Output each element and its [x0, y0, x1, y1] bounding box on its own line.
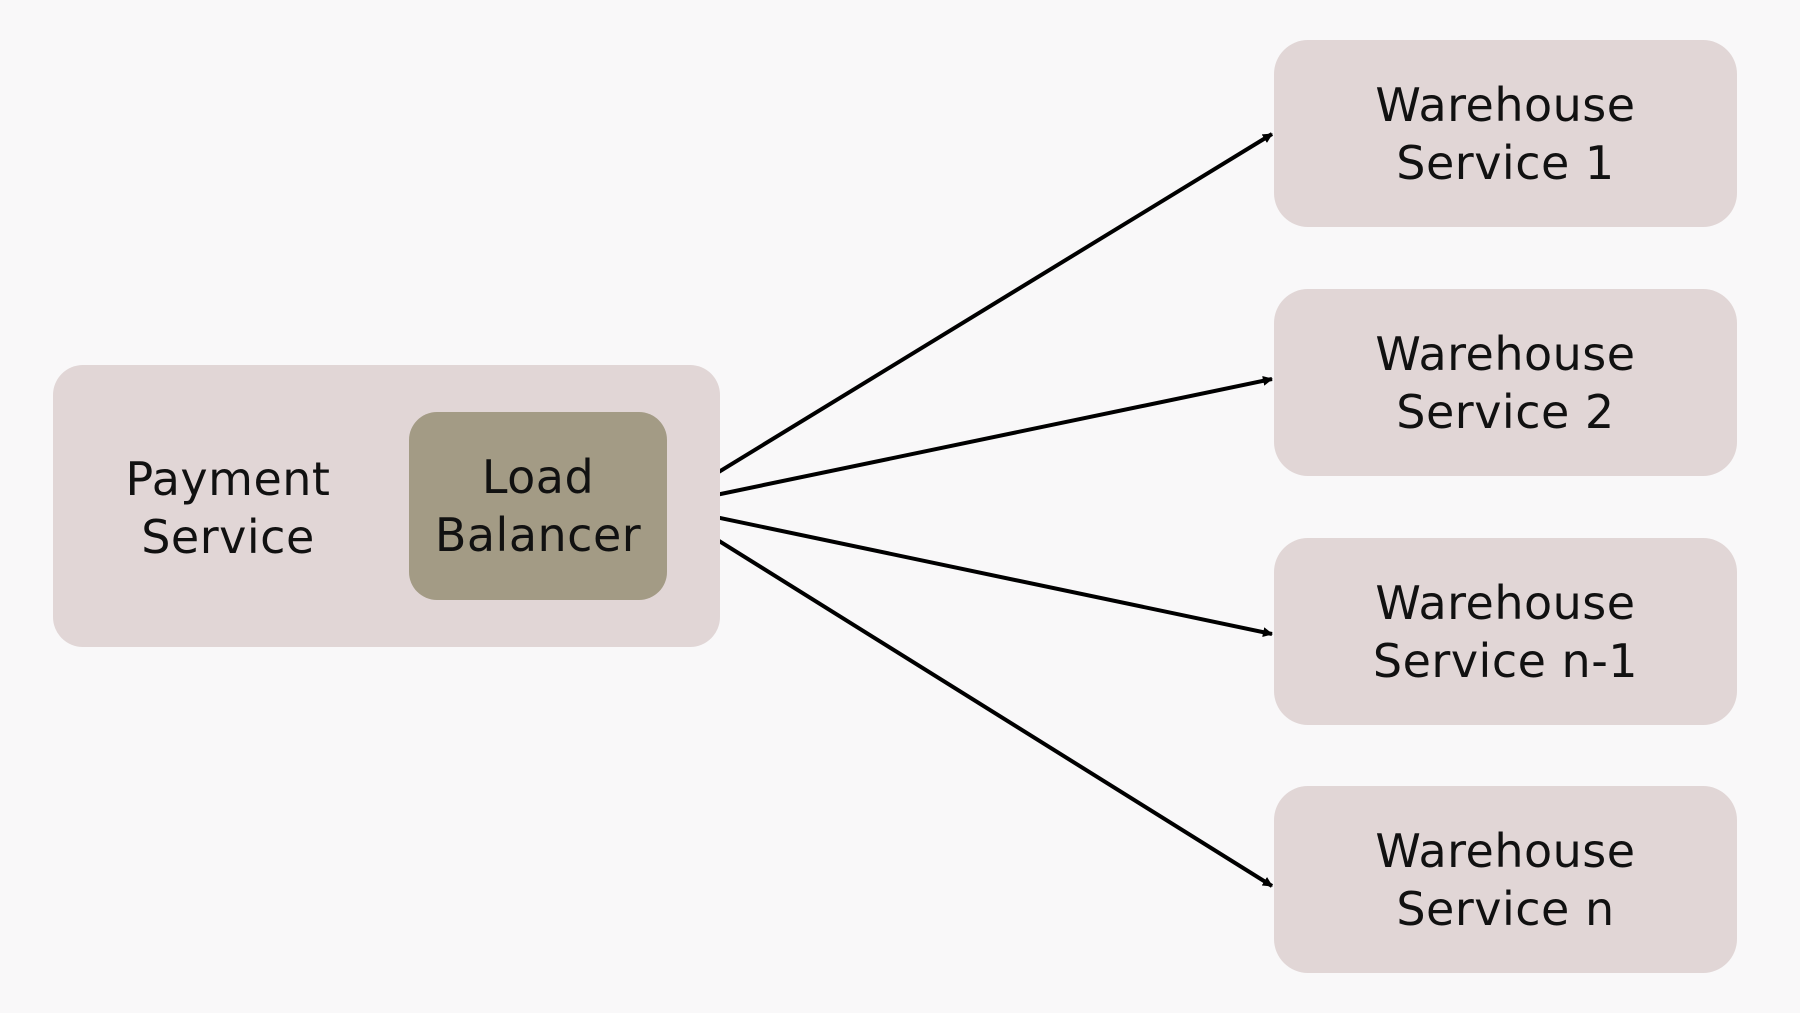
warehouse-service-2-line1: Warehouse [1375, 326, 1636, 381]
arrow-to-warehouse-n-1 [662, 504, 1273, 638]
arrow-to-warehouse-n [661, 504, 1274, 888]
arrow-to-warehouse-1 [661, 132, 1274, 508]
warehouse-service-1-line2: Service 1 [1396, 135, 1615, 190]
load-balancer-box: Load Balancer [409, 412, 667, 600]
warehouse-service-1-line1: Warehouse [1375, 77, 1636, 132]
payment-service-label-line2: Service [141, 510, 315, 564]
warehouse-service-2-box: Warehouse Service 2 [1274, 289, 1737, 476]
load-balancer-label-line1: Load [481, 450, 595, 504]
arrow-to-warehouse-2 [662, 375, 1273, 508]
warehouse-service-n-line2: Service n [1396, 881, 1615, 936]
payment-service-label: Payment Service [118, 450, 338, 566]
payment-service-label-line1: Payment [125, 452, 331, 506]
warehouse-service-n-box: Warehouse Service n [1274, 786, 1737, 973]
warehouse-service-1-box: Warehouse Service 1 [1274, 40, 1737, 227]
warehouse-service-n-line1: Warehouse [1375, 823, 1636, 878]
warehouse-service-n-1-line2: Service n-1 [1372, 633, 1639, 688]
load-balancer-label-line2: Balancer [434, 508, 642, 562]
warehouse-service-n-1-line1: Warehouse [1375, 575, 1636, 630]
warehouse-service-n-1-box: Warehouse Service n-1 [1274, 538, 1737, 725]
warehouse-service-2-line2: Service 2 [1396, 384, 1615, 439]
